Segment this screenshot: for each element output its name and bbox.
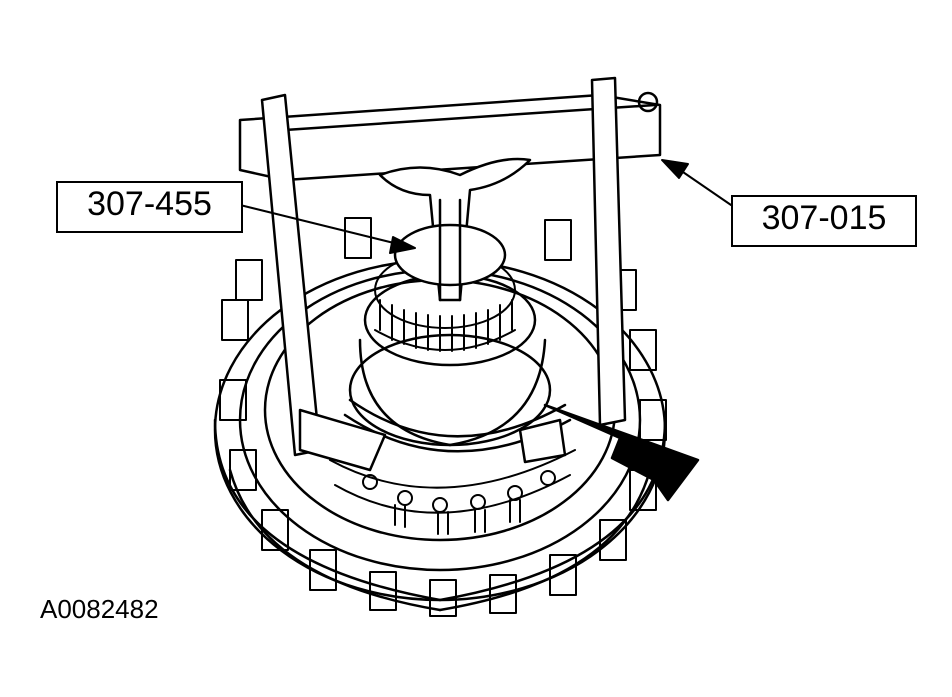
- callout-307-015: 307-015: [731, 195, 917, 247]
- callout-307-455: 307-455: [56, 181, 243, 233]
- compressor-screw: [378, 157, 532, 302]
- figure-id: A0082482: [40, 594, 159, 624]
- press-direction-arrow: [543, 403, 700, 502]
- return-springs: [329, 449, 576, 535]
- input-gear: [374, 251, 516, 352]
- spring-compressor-frame: [238, 76, 662, 472]
- leader-lines: [239, 159, 732, 254]
